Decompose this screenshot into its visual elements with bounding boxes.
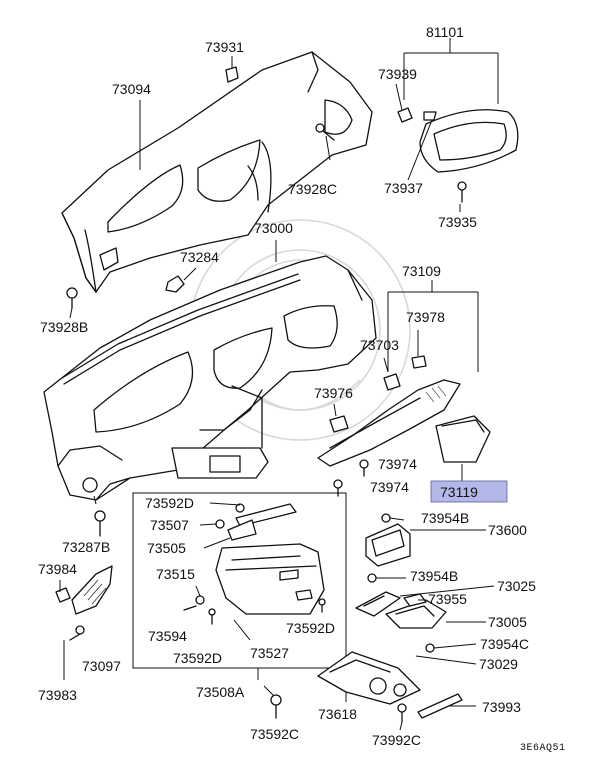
leader-lines (59, 83, 495, 731)
label-73954C: 73954C (480, 636, 529, 652)
tray-73618 (317, 651, 421, 705)
clip-73931 (225, 56, 239, 83)
dashboard-main-panel (43, 255, 377, 501)
label-73594: 73594 (148, 628, 187, 644)
label-73109: 73109 (402, 263, 441, 279)
label-73025: 73025 (497, 578, 536, 594)
clip-73284 (165, 275, 185, 293)
label-73703: 73703 (360, 337, 399, 353)
label-73931: 73931 (205, 39, 244, 55)
label-73592D-upper: 73592D (145, 495, 194, 511)
screw-73935 (457, 181, 467, 203)
label-73954B-upper: 73954B (421, 510, 469, 526)
label-73937: 73937 (384, 180, 423, 196)
lower-trim-73109 (317, 280, 479, 467)
label-73592C: 73592C (250, 726, 299, 742)
glove-box-group (132, 492, 347, 680)
meter-hood-81101 (403, 38, 519, 173)
screw-73592C (263, 685, 282, 719)
label-73978: 73978 (406, 309, 445, 325)
label-73000: 73000 (254, 220, 293, 236)
label-73515: 73515 (156, 566, 195, 582)
label-73618: 73618 (318, 706, 357, 722)
screws-73974 (333, 459, 369, 497)
highlight-box-73119 (430, 480, 508, 503)
clip-73939 (397, 107, 437, 123)
label-73097: 73097 (82, 658, 121, 674)
label-73939: 73939 (378, 66, 417, 82)
rod-73993 (417, 693, 476, 719)
clip-73976 (329, 415, 349, 433)
label-81101: 81101 (426, 24, 464, 40)
side-trim-73097 (55, 565, 113, 680)
screw-73928B (66, 287, 78, 309)
screw-73992C (397, 703, 407, 723)
label-73993: 73993 (482, 699, 521, 715)
console-parts-right (355, 513, 486, 665)
pocket-73119 (435, 415, 491, 482)
label-73984: 73984 (38, 561, 77, 577)
label-73284: 73284 (180, 249, 219, 265)
screw-73928C (315, 123, 335, 161)
label-73505: 73505 (147, 540, 186, 556)
label-73094: 73094 (112, 81, 151, 97)
label-73974-lower: 73974 (370, 479, 409, 495)
label-73119: 73119 (440, 484, 478, 500)
label-73029: 73029 (479, 656, 518, 672)
label-73600: 73600 (488, 522, 527, 538)
label-73928C: 73928C (288, 181, 337, 197)
label-73954B-lower: 73954B (410, 568, 458, 584)
label-73005: 73005 (488, 614, 527, 630)
label-73976: 73976 (314, 385, 353, 401)
part-labels: 81101 73931 73094 73939 73928C 73937 739… (38, 24, 566, 754)
label-73935: 73935 (438, 214, 477, 230)
label-73508A: 73508A (196, 684, 245, 700)
diagram-code: 3E6AQ51 (520, 743, 566, 754)
label-73983: 73983 (38, 687, 77, 703)
label-73992C: 73992C (372, 732, 421, 748)
label-73955: 73955 (428, 591, 467, 607)
label-73507: 73507 (150, 517, 189, 533)
bolt-73287B (93, 495, 106, 537)
label-73592D-right: 73592D (286, 620, 335, 636)
label-73287B: 73287B (62, 539, 110, 555)
label-73974-upper: 73974 (378, 456, 417, 472)
dashboard-upper-panel (61, 51, 373, 293)
label-73928B: 73928B (40, 319, 88, 335)
label-73592D-lower: 73592D (173, 650, 222, 666)
label-73527: 73527 (250, 645, 289, 661)
